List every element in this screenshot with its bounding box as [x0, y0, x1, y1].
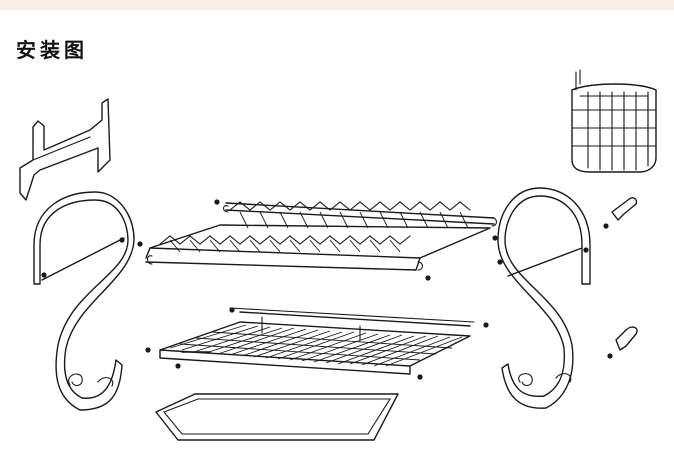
grid-rack-lower — [145, 307, 489, 380]
screw-hook-lower — [607, 326, 638, 359]
screw-hook-upper — [603, 197, 638, 229]
top-border-strip — [0, 0, 674, 10]
drip-tray — [155, 393, 399, 441]
top-bracket — [19, 98, 111, 201]
page-title: 安装图 — [16, 38, 88, 62]
right-side-frame — [497, 187, 591, 409]
dish-rack-upper — [137, 199, 498, 281]
left-side-frame — [33, 191, 135, 411]
utensil-holder — [571, 69, 657, 173]
